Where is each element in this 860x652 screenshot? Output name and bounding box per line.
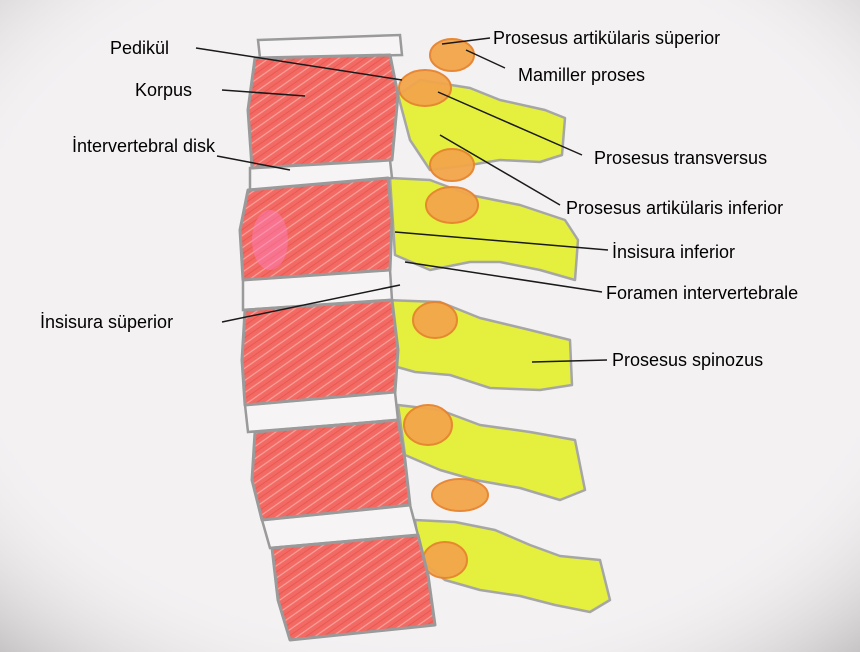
articular-l1 xyxy=(399,70,451,106)
articular-l2 xyxy=(426,187,478,223)
label-prosesus-artikularis-superior: Prosesus artikülaris süperior xyxy=(493,28,720,49)
label-insisura-superior: İnsisura süperior xyxy=(40,312,173,333)
label-korpus: Korpus xyxy=(135,80,192,101)
label-intervertebral-disk: İntervertebral disk xyxy=(72,136,222,157)
articular-l5 xyxy=(432,479,488,511)
body-l3 xyxy=(242,300,398,405)
label-prosesus-spinozus: Prosesus spinozus xyxy=(612,350,763,371)
label-mamiller-proses: Mamiller proses xyxy=(518,65,645,86)
body-l5 xyxy=(272,535,435,640)
label-prosesus-artikularis-inferior: Prosesus artikülaris inferior xyxy=(566,198,783,219)
body-l2-highlight xyxy=(252,210,288,270)
body-l1 xyxy=(248,55,398,168)
label-insisura-inferior: İnsisura inferior xyxy=(612,242,735,263)
label-foramen-intervertebrale: Foramen intervertebrale xyxy=(606,283,798,304)
body-l4 xyxy=(252,420,410,520)
label-prosesus-transversus: Prosesus transversus xyxy=(594,148,767,169)
articular-l4 xyxy=(404,405,452,445)
articular-l1-inf xyxy=(430,149,474,181)
label-pedikul: Pedikül xyxy=(110,38,169,59)
articular-l5-inf xyxy=(423,542,467,578)
articular-top xyxy=(430,39,474,71)
articular-l3 xyxy=(413,302,457,338)
